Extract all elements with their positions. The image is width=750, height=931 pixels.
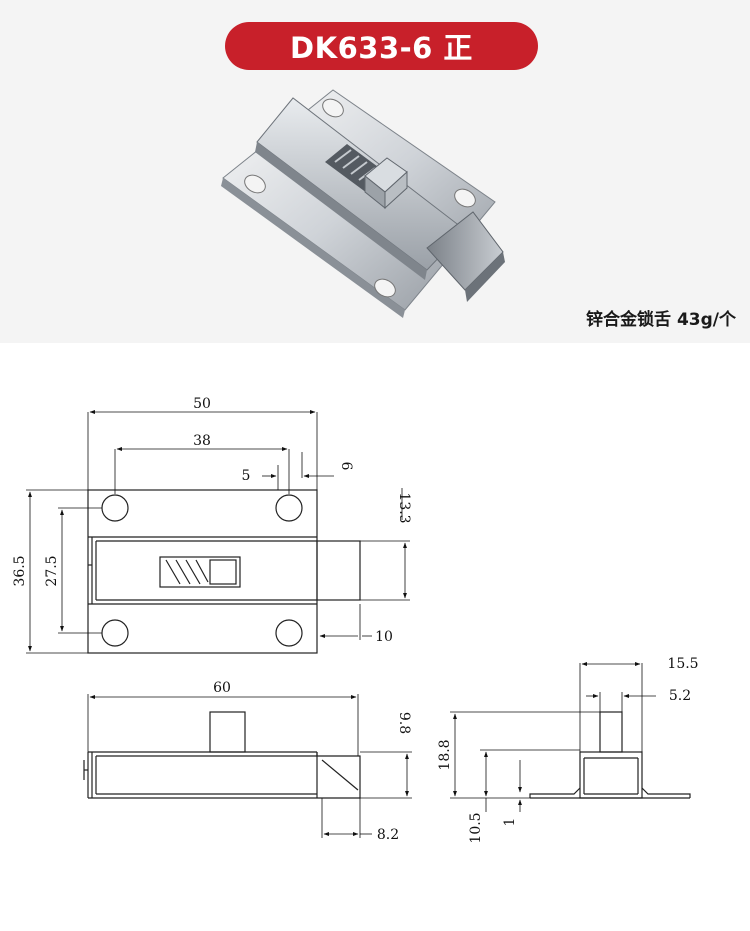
door-latch-photo-icon xyxy=(221,89,505,318)
dim-side-width: 15.5 xyxy=(667,656,698,672)
dim-knob-width: 5.2 xyxy=(669,688,691,704)
model-title: DK633-6 正 xyxy=(290,31,473,65)
dim-body-height: 10.5 xyxy=(468,812,484,843)
technical-drawing: 50 38 5 6 36.5 27.5 13.3 10 60 9.8 8.2 xyxy=(12,396,699,844)
dim-front-height: 9.8 xyxy=(396,712,412,734)
dim-overall-height: 36.5 xyxy=(12,555,28,586)
dim-total-height: 18.8 xyxy=(437,739,453,770)
dim-bolt-height: 13.3 xyxy=(396,492,412,523)
front-view xyxy=(83,711,361,799)
dim-hole-offset-right: 6 xyxy=(338,462,354,471)
model-title-badge: DK633-6 正 xyxy=(225,22,538,70)
top-view xyxy=(87,489,361,654)
dim-hole-vertical-spacing: 27.5 xyxy=(44,555,60,586)
dim-chamfer: 8.2 xyxy=(377,827,399,843)
dim-hole-offset-left: 5 xyxy=(242,468,251,484)
product-photo-panel: DK633-6 正 xyxy=(0,0,750,343)
dim-hole-spacing: 38 xyxy=(193,433,211,449)
material-weight-caption: 锌合金锁舌 43g/个 xyxy=(586,310,736,330)
side-view xyxy=(529,711,691,799)
dim-overall-width: 50 xyxy=(193,396,211,412)
dim-overall-length: 60 xyxy=(213,680,231,696)
dim-plate-thickness: 1 xyxy=(502,818,518,827)
dim-bolt-protrusion: 10 xyxy=(375,629,393,645)
